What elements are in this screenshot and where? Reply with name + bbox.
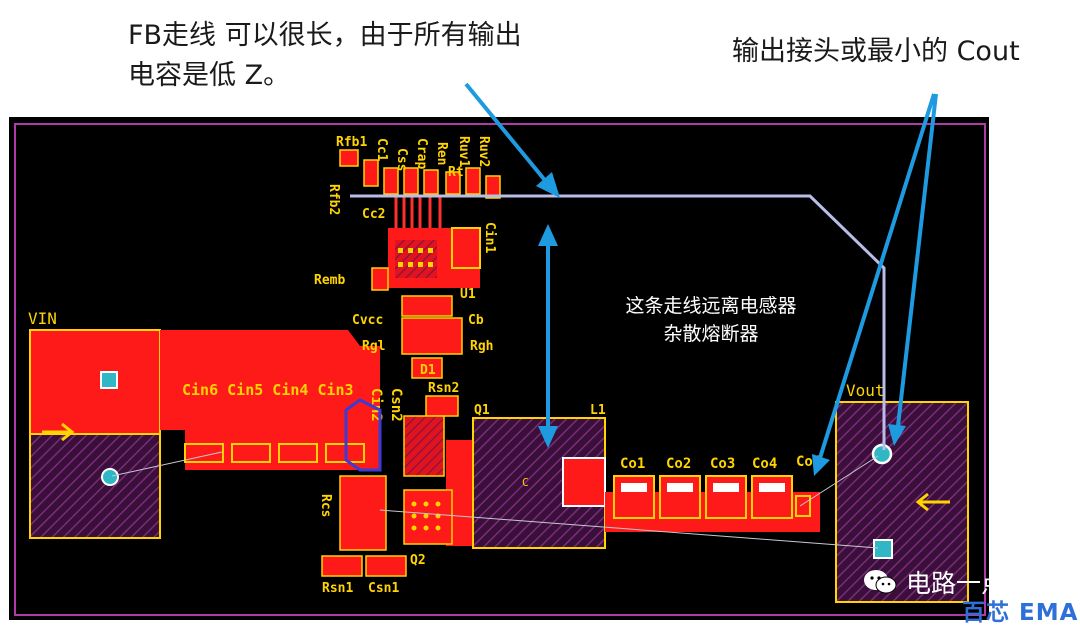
- label-crap: Crap: [414, 138, 429, 169]
- wechat-icon: [862, 568, 898, 596]
- label-rsn2: Rsn2: [428, 381, 459, 396]
- output-connector-callout: 输出接头或最小的 Cout: [732, 36, 1020, 67]
- wechat-watermark-text: 电路一点通: [906, 569, 1032, 598]
- label-cin1: Cin1: [482, 222, 497, 253]
- label-co4: Co4: [752, 456, 777, 472]
- label-ruv1: Ruv1: [456, 136, 471, 167]
- label-rfb2: Rfb2: [326, 184, 341, 215]
- label-l1: L1: [590, 403, 606, 418]
- csn2-label: Csn2: [388, 388, 404, 422]
- label-rsn1: Rsn1: [322, 581, 353, 596]
- fb-trace-callout: FB走线 可以很长，由于所有输出 电容是低 Z。: [128, 16, 522, 96]
- callout-arrows: [464, 82, 938, 476]
- label-css: Css: [394, 148, 409, 171]
- label-q1: Q1: [474, 403, 490, 418]
- routing-note-line1: 这条走线远离电感器: [625, 295, 797, 317]
- routing-note-line2: 杂散熔断器: [663, 323, 759, 345]
- label-u1: U1: [460, 287, 476, 302]
- vout-connector: [835, 401, 969, 603]
- label-q2: Q2: [410, 553, 426, 568]
- label-csn1: Csn1: [368, 581, 399, 596]
- label-cb: Cb: [468, 313, 484, 328]
- label-rt: Rt: [448, 165, 464, 180]
- label-cc1: Cc1: [374, 138, 389, 162]
- label-cvcc: Cvcc: [352, 313, 383, 328]
- vout-label: Vout: [846, 381, 885, 400]
- label-co3: Co3: [710, 456, 735, 472]
- label-co2: Co2: [666, 456, 691, 472]
- label-rcs: Rcs: [318, 494, 333, 517]
- label-rfb1: Rfb1: [336, 135, 367, 150]
- label-remb: Remb: [314, 273, 345, 288]
- label-ren: Ren: [434, 142, 449, 165]
- fb-trace: [350, 194, 886, 450]
- wechat-watermark: 电路一点通: [862, 564, 1031, 600]
- brand-watermark: 百芯 EMA: [962, 600, 1079, 626]
- fb-trace-callout-line2: 电容是低 Z。: [128, 60, 291, 91]
- input-copper-pour: [160, 330, 380, 470]
- cin-left-labels: Cin6 Cin5 Cin4 Cin3: [182, 381, 354, 399]
- vin-connector: [29, 329, 161, 539]
- label-co1: Co1: [620, 456, 645, 472]
- controller-ic-area: [339, 149, 501, 417]
- output-capacitors: [605, 475, 820, 532]
- label-cc2: Cc2: [362, 207, 385, 222]
- fb-trace-callout-line1: FB走线 可以很长，由于所有输出: [128, 20, 522, 51]
- svg-text:C: C: [522, 476, 529, 489]
- routing-note: 这条走线远离电感器 杂散熔断器: [598, 292, 824, 348]
- label-ruv2: Ruv2: [476, 136, 491, 167]
- inductor-l1: C: [472, 417, 606, 549]
- label-d1: D1: [420, 363, 436, 378]
- label-rgh: Rgh: [470, 339, 493, 354]
- vin-label: VIN: [28, 309, 57, 328]
- label-rgl: Rgl: [362, 339, 385, 354]
